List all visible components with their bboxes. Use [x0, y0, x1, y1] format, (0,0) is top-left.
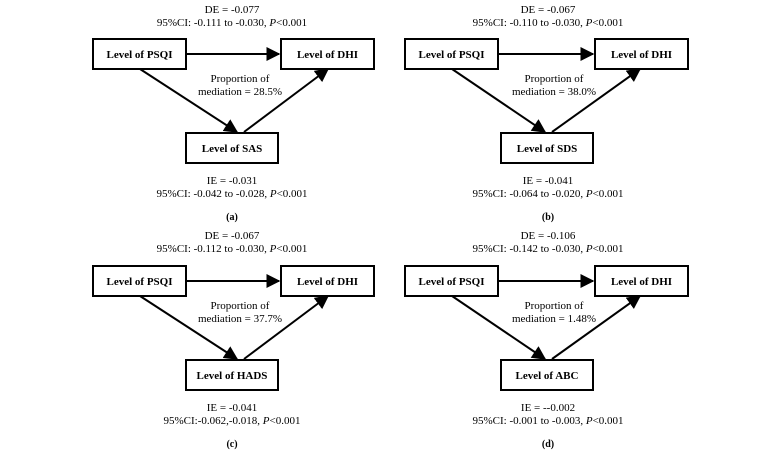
box-mediator-label: Level of ABC: [516, 370, 579, 382]
proportion-label-line1: Proportion of: [525, 73, 584, 85]
direct-effect-label: DE = -0.077: [205, 4, 260, 16]
direct-effect-ci: 95%CI: -0.142 to -0.030, P<0.001: [472, 243, 623, 255]
mediator-to-y-arrow: [551, 295, 642, 360]
box-dhi-label: Level of DHI: [297, 49, 358, 61]
box-psqi-label: Level of PSQI: [107, 49, 173, 61]
proportion-label-line1: Proportion of: [525, 300, 584, 312]
box-psqi-label: Level of PSQI: [107, 276, 173, 288]
panel-caption: (a): [226, 212, 238, 223]
box-psqi-label: Level of PSQI: [419, 49, 485, 61]
indirect-effect-label: IE = -0.031: [207, 175, 258, 187]
box-psqi: [404, 38, 499, 70]
panel-d: DE = -0.106 95%CI: -0.142 to -0.030, P<0…: [404, 230, 689, 450]
mediator-to-y-arrow: [243, 68, 330, 133]
box-dhi: [280, 38, 375, 70]
box-dhi: [594, 38, 689, 70]
direct-effect-label: DE = -0.067: [205, 230, 260, 242]
panel-b: DE = -0.067 95%CI: -0.110 to -0.030, P<0…: [404, 4, 689, 223]
direct-effect-ci: 95%CI: -0.111 to -0.030, P<0.001: [157, 17, 307, 29]
indirect-effect-label: IE = -0.041: [523, 175, 574, 187]
panel-c: DE = -0.067 95%CI: -0.112 to -0.030, P<0…: [92, 230, 375, 450]
proportion-label-line1: Proportion of: [211, 300, 270, 312]
indirect-effect-label: IE = -0.041: [207, 402, 258, 414]
box-mediator-label: Level of SAS: [202, 143, 263, 155]
box-mediator: [185, 132, 279, 164]
x-to-mediator-arrow: [451, 68, 547, 133]
box-dhi-label: Level of DHI: [611, 49, 672, 61]
box-mediator-label: Level of SDS: [517, 143, 578, 155]
x-to-mediator-arrow: [451, 295, 547, 360]
indirect-effect-ci: 95%CI: -0.042 to -0.028, P<0.001: [156, 188, 307, 200]
direct-effect-label: DE = -0.106: [521, 230, 576, 242]
box-psqi-label: Level of PSQI: [419, 276, 485, 288]
mediator-to-y-arrow: [243, 295, 330, 360]
panel-caption: (d): [542, 439, 554, 450]
box-mediator-label: Level of HADS: [197, 370, 268, 382]
panel-a: DE = -0.077 95%CI: -0.111 to -0.030, P<0…: [92, 4, 375, 223]
proportion-label-line2: mediation = 1.48%: [512, 313, 596, 325]
indirect-effect-label: IE = --0.002: [521, 402, 575, 414]
x-to-mediator-arrow: [139, 68, 239, 133]
box-dhi-label: Level of DHI: [297, 276, 358, 288]
direct-effect-ci: 95%CI: -0.112 to -0.030, P<0.001: [157, 243, 308, 255]
proportion-label-line2: mediation = 28.5%: [198, 86, 282, 98]
indirect-effect-ci: 95%CI:-0.062,-0.018, P<0.001: [164, 415, 301, 427]
indirect-effect-ci: 95%CI: -0.064 to -0.020, P<0.001: [472, 188, 623, 200]
box-psqi: [404, 265, 499, 297]
box-dhi: [594, 265, 689, 297]
direct-effect-label: DE = -0.067: [521, 4, 576, 16]
mediator-to-y-arrow: [551, 68, 642, 133]
box-dhi-label: Level of DHI: [611, 276, 672, 288]
box-mediator: [185, 359, 279, 391]
box-dhi: [280, 265, 375, 297]
box-psqi: [92, 38, 187, 70]
indirect-effect-ci: 95%CI: -0.001 to -0.003, P<0.001: [472, 415, 623, 427]
box-mediator: [500, 359, 594, 391]
box-psqi: [92, 265, 187, 297]
x-to-mediator-arrow: [139, 295, 239, 360]
panel-caption: (b): [542, 212, 554, 223]
proportion-label-line2: mediation = 38.0%: [512, 86, 596, 98]
proportion-label-line1: Proportion of: [211, 73, 270, 85]
direct-effect-ci: 95%CI: -0.110 to -0.030, P<0.001: [473, 17, 624, 29]
proportion-label-line2: mediation = 37.7%: [198, 313, 282, 325]
box-mediator: [500, 132, 594, 164]
panel-caption: (c): [226, 439, 237, 450]
